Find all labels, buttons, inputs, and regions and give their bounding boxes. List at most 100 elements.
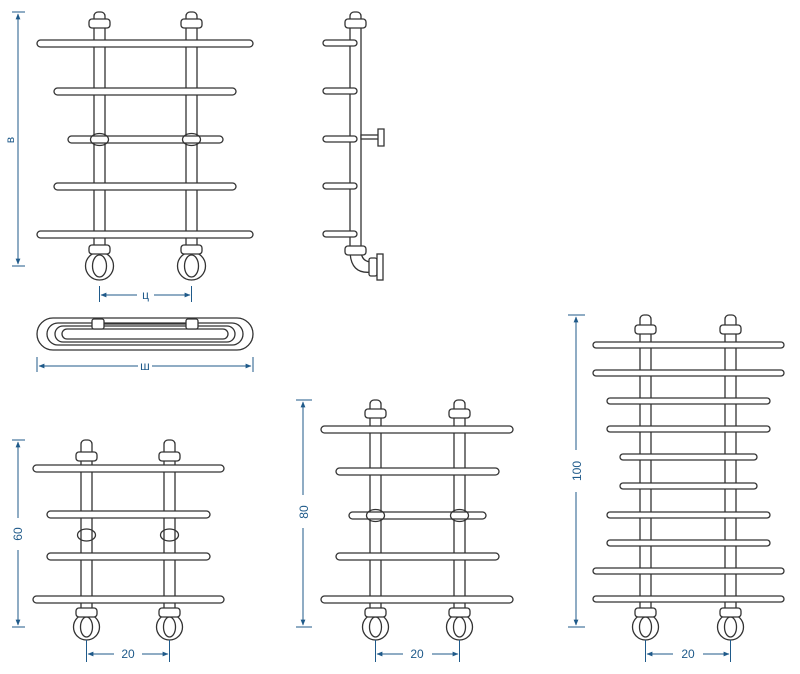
- m100-shelf-6: [619, 482, 758, 490]
- height-dimension: в: [3, 11, 25, 267]
- m100-shelf-7: [606, 511, 771, 519]
- bottom-nut-left: [88, 244, 111, 255]
- width-dimension: ш: [36, 357, 254, 373]
- m60-mid-joint-right: [159, 528, 180, 542]
- mid-joint-left: [89, 132, 110, 147]
- top-nut-left: [91, 318, 105, 330]
- m100-top-nut-right: [719, 324, 742, 335]
- m100-center-dimension: 20: [645, 640, 731, 662]
- top-nut-left: [88, 18, 111, 29]
- m100-shelf-2: [592, 369, 785, 377]
- model-60-view: 60 20: [11, 439, 225, 662]
- width-label: ш: [140, 359, 150, 373]
- shelf-1: [36, 39, 254, 48]
- m60-shelf-3: [46, 552, 211, 561]
- side-top-nut: [344, 18, 367, 29]
- m80-center-label: 20: [410, 647, 424, 661]
- m100-wall-mount-left-inner: [638, 616, 653, 638]
- m80-top-nut-left: [364, 408, 387, 419]
- schematic-side-view: [322, 11, 385, 281]
- side-riser: [349, 11, 362, 253]
- side-shelf-3: [322, 135, 358, 143]
- center-label: ц: [142, 288, 149, 302]
- m60-shelf-1: [32, 464, 225, 473]
- bottom-nut-right: [180, 244, 203, 255]
- m60-shelf-2: [46, 510, 211, 519]
- center-dimension: ц: [99, 286, 192, 302]
- m80-wall-mount-right-inner: [452, 616, 467, 638]
- m100-shelf-4: [606, 425, 771, 433]
- m100-center-label: 20: [681, 647, 695, 661]
- mid-joint-right: [181, 132, 202, 147]
- m100-bottom-nut-right: [719, 607, 742, 618]
- wall-mount-left-inner: [91, 254, 108, 278]
- wall-mount-right-inner: [183, 254, 200, 278]
- m80-shelf-3: [348, 511, 487, 520]
- side-bottom-nut: [344, 245, 367, 256]
- m80-shelf-5: [320, 595, 514, 604]
- m80-top-nut-right: [448, 408, 471, 419]
- m60-height-label: 60: [11, 527, 25, 541]
- m100-shelf-10: [592, 595, 785, 603]
- shelf-2: [53, 87, 237, 96]
- height-label: в: [3, 137, 17, 143]
- top-loop-2: [46, 322, 244, 346]
- m80-height-dimension: 80: [296, 399, 312, 628]
- top-nut-right: [185, 318, 199, 330]
- m100-shelf-3: [606, 397, 771, 405]
- schematic-top-view: ш: [36, 317, 254, 373]
- m60-mid-joint-left: [76, 528, 97, 542]
- m80-shelf-4: [335, 552, 500, 561]
- m60-bottom-nut-left: [75, 607, 98, 618]
- side-shelf-stubs: [322, 39, 358, 238]
- m100-shelf-1: [592, 341, 785, 349]
- side-wall-flange: [376, 253, 384, 281]
- m100-shelf-5: [619, 453, 758, 461]
- side-shelf-1: [322, 39, 358, 47]
- m100-shelf-9: [592, 567, 785, 575]
- side-bottom-elbow: [344, 245, 384, 281]
- m60-wall-mount-right-inner: [162, 616, 177, 638]
- shelf-5: [36, 230, 254, 239]
- m60-center-dimension: 20: [86, 640, 170, 662]
- model-100-view: 100 20: [568, 314, 785, 662]
- m100-wall-mount-right-inner: [723, 616, 738, 638]
- m80-bottom-nut-right: [448, 607, 471, 618]
- m80-bottom-nut-left: [364, 607, 387, 618]
- side-shelf-2: [322, 87, 358, 95]
- bracket-plate: [377, 128, 385, 147]
- m80-mid-joint-right: [449, 508, 470, 523]
- m60-wall-mount-left-inner: [79, 616, 94, 638]
- m60-top-nut-left: [75, 451, 98, 462]
- m80-shelf-2: [335, 467, 500, 476]
- shelf-4: [53, 182, 237, 191]
- m60-top-nut-right: [158, 451, 181, 462]
- m100-right-riser: [724, 314, 737, 631]
- schematic-front-view: в ц: [3, 11, 254, 302]
- m80-center-dimension: 20: [375, 640, 460, 662]
- m80-wall-mount-left-inner: [368, 616, 383, 638]
- top-loop-3: [54, 325, 236, 343]
- m60-center-label: 20: [121, 647, 135, 661]
- side-wall-bracket: [360, 128, 385, 147]
- side-shelf-4: [322, 182, 358, 190]
- m60-shelf-4: [32, 595, 225, 604]
- m100-height-label: 100: [570, 461, 584, 481]
- m100-bottom-nut-left: [634, 607, 657, 618]
- m100-height-dimension: 100: [568, 314, 585, 628]
- m100-shelf-8: [606, 539, 771, 547]
- bracket-arm: [360, 134, 380, 140]
- m100-left-riser: [639, 314, 652, 631]
- m100-top-nut-left: [634, 324, 657, 335]
- shelf-3: [67, 135, 224, 144]
- m80-shelf-1: [320, 425, 514, 434]
- model-80-view: 80 20: [296, 399, 514, 662]
- top-nut-right: [180, 18, 203, 29]
- m60-height-dimension: 60: [11, 439, 25, 628]
- top-loop-4: [61, 328, 229, 340]
- front-wall-mounts: [84, 244, 207, 281]
- m80-height-label: 80: [297, 505, 311, 519]
- m80-mid-joint-left: [365, 508, 386, 523]
- side-union-nut: [368, 257, 378, 277]
- front-shelves: [36, 39, 254, 239]
